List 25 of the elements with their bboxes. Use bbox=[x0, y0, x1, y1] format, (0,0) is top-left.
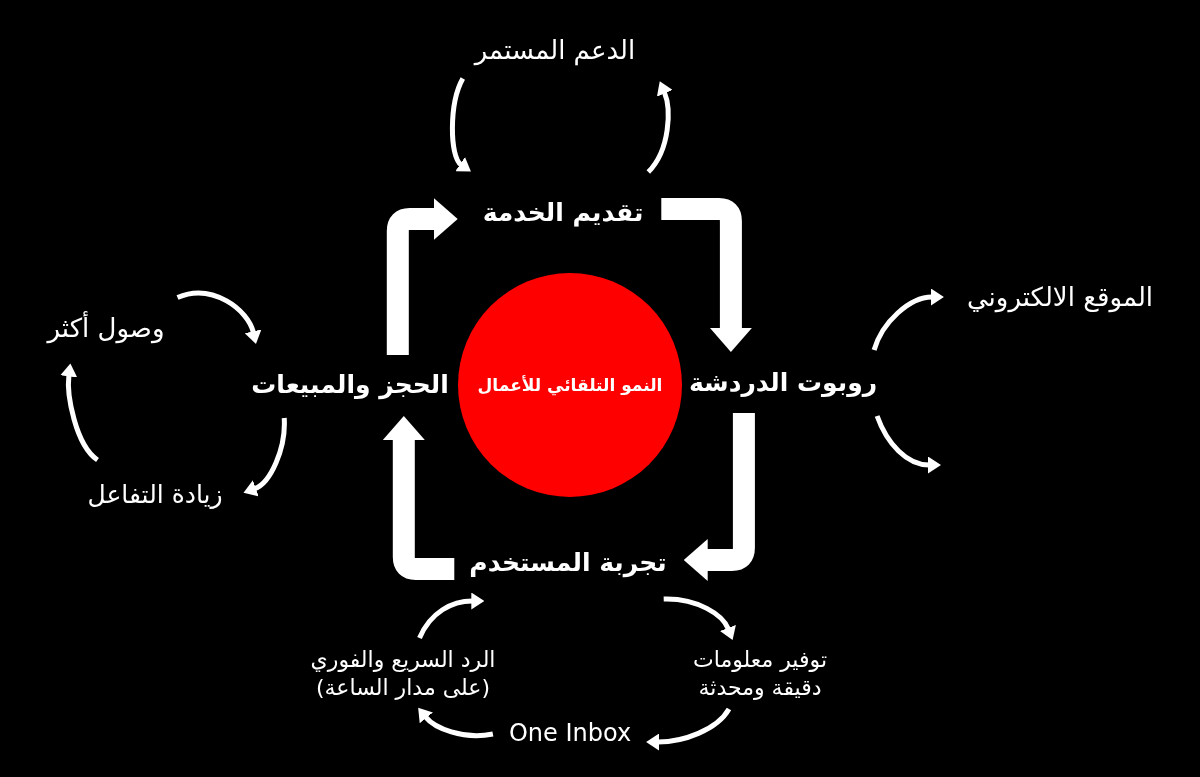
item-label: الدعم المستمر bbox=[474, 34, 636, 66]
item-label: زيادة التفاعل bbox=[87, 480, 223, 510]
stage-label: تجربة المستخدم bbox=[469, 548, 667, 578]
item-label: الرد السريع والفوري (على مدار الساعة) bbox=[305, 646, 501, 702]
item-label: One Inbox bbox=[508, 718, 632, 748]
curved-arrow bbox=[663, 596, 736, 640]
item-label: توفير معلومات دقيقة ومحدثة bbox=[685, 646, 835, 702]
block-arrow bbox=[386, 198, 458, 355]
curved-arrow bbox=[871, 288, 944, 351]
stage-label: تقديم الخدمة bbox=[482, 198, 644, 228]
curved-arrow bbox=[874, 415, 941, 474]
block-arrow bbox=[683, 413, 755, 581]
curved-arrow bbox=[176, 290, 262, 344]
curved-arrow bbox=[646, 707, 732, 751]
stage-label: الحجز والمبيعات bbox=[251, 370, 449, 400]
curved-arrow bbox=[244, 417, 287, 496]
curved-arrow bbox=[646, 81, 673, 174]
curved-arrow bbox=[417, 708, 494, 739]
item-label: الموقع الالكتروني bbox=[966, 281, 1154, 313]
curved-arrow bbox=[417, 592, 485, 640]
stage-label: روبوت الدردشة bbox=[688, 368, 878, 398]
curved-arrow bbox=[449, 77, 470, 174]
hub-circle: النمو التلقائي للأعمال bbox=[458, 273, 682, 497]
item-label: وصول أكثر bbox=[47, 312, 165, 344]
curved-arrow bbox=[60, 363, 100, 462]
